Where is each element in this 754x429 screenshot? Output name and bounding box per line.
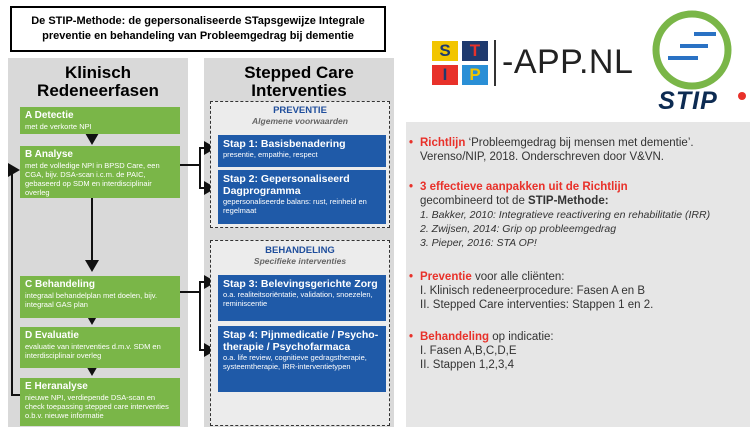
list-item: I. Fasen A,B,C,D,E [420,345,517,357]
stip-logo-text: STIP [658,87,718,115]
left-column-heading: Klinisch Redeneerfasen [37,63,159,100]
phase-description: met de volledige NPI in BPSD Care, een C… [25,161,160,197]
letter-p: P [462,65,488,85]
phase-title: D Evaluatie [25,330,79,341]
stip-circle-logo-icon [652,10,746,100]
section-title: PREVENTIE [273,105,327,116]
bullet-richtlijn: • Richtlijn ‘Probleemgedrag bij mensen m… [409,136,746,164]
letter-t: T [462,41,488,61]
phase-title: C Behandeling [25,279,96,290]
stip-methode-label: STIP-Methode: [528,195,609,207]
list-item: 1. Bakker, 2010: Integratieve reactiveri… [420,209,711,221]
phase-description: integraal behandelplan met doelen, bijv.… [25,291,158,309]
list-item: I. Klinisch redeneerprocedure: Fasen A e… [420,285,646,297]
diagram-title: De STIP-Methode: de gepersonaliseerde ST… [31,15,365,42]
bullet-text: voor alle cliënten: [471,271,565,283]
stap-title: Stap 1: Basisbenadering [223,138,346,150]
bullet-behandeling: • Behandeling op indicatie: I. Fasen A,B… [409,330,746,372]
bullet-text: gecombineerd tot de [420,195,529,207]
bullet-dot: • [409,181,414,193]
stap-description: gepersonaliseerde balans: rust, reinheid… [223,197,367,215]
list-item: II. Stepped Care interventies: Stappen 1… [420,299,654,311]
phase-c-behandeling: C Behandeling integraal behandelplan met… [20,276,180,318]
bullet-text: ‘Probleemgedrag bij mensen met dementie’… [420,137,694,163]
bullet-red-label: Preventie [420,271,472,283]
bullet-dot: • [409,331,414,343]
bullet-red-label: Richtlijn [420,137,466,149]
middle-column-heading: Stepped Care Interventies [244,63,354,100]
bullet-red-label: Behandeling [420,331,490,343]
phase-description: evaluatie van interventies d.m.v. SDM en… [25,342,161,360]
phase-b-analyse: B Analyse met de volledige NPI in BPSD C… [20,146,180,198]
stap-3-box: Stap 3: Belevingsgerichte Zorg o.a. real… [218,275,386,321]
section-subtitle: Specifieke interventies [253,256,347,266]
bullet-dot: • [409,137,414,149]
right-info-panel: • Richtlijn ‘Probleemgedrag bij mensen m… [406,122,750,427]
section-title: BEHANDELING [265,245,335,256]
phase-d-evaluatie: D Evaluatie evaluatie van interventies d… [20,327,180,368]
bullet-dot: • [409,271,414,283]
phase-description: met de verkorte NPI [25,122,92,131]
phase-title: E Heranalyse [25,381,88,392]
stap-4-box: Stap 4: Pijnmedicatie / Psycho-therapie … [218,326,386,392]
stap-2-box: Stap 2: Gepersonaliseerd Dagprogramma ge… [218,170,386,224]
stip-app-logo-icon: S T I P [432,41,494,85]
list-item: 3. Pieper, 2016: STA OP! [420,237,537,249]
phase-title: A Detectie [25,110,74,121]
stap-description: o.a. realiteitsoriëntatie, validation, s… [223,290,373,308]
list-item: 2. Zwijsen, 2014: Grip op probleemgedrag [420,223,617,235]
letter-s: S [432,41,458,61]
stap-description: presentie, empathie, respect [223,150,318,159]
bullet-aanpakken: • 3 effectieve aanpakken uit de Richtlij… [409,180,746,250]
phase-title: B Analyse [25,149,73,160]
phase-e-heranalyse: E Heranalyse nieuwe NPI, verdiepende DSA… [20,378,180,426]
phase-description: nieuwe NPI, verdiepende DSA-scan en chec… [25,393,169,420]
app-domain-text: -APP.NL [502,43,634,81]
stap-title: Stap 4: Pijnmedicatie / Psycho-therapie … [223,329,379,353]
list-item: II. Stappen 1,2,3,4 [420,359,514,371]
bullet-text: op indicatie: [489,331,554,343]
logo-divider [494,40,496,86]
stap-description: o.a. life review, cognitieve gedragsther… [223,353,367,371]
stap-title: Stap 3: Belevingsgerichte Zorg [223,278,378,290]
stap-1-box: Stap 1: Basisbenadering presentie, empat… [218,135,386,167]
title-box: De STIP-Methode: de gepersonaliseerde ST… [10,6,386,52]
section-subtitle: Algemene voorwaarden [252,116,348,126]
bullet-red-label: 3 effectieve aanpakken uit de Richtlijn [420,181,628,193]
bullet-preventie: • Preventie voor alle cliënten: I. Klini… [409,270,746,312]
letter-i: I [432,65,458,85]
stap-title: Stap 2: Gepersonaliseerd Dagprogramma [223,173,350,197]
phase-a-detectie: A Detectie met de verkorte NPI [20,107,180,134]
